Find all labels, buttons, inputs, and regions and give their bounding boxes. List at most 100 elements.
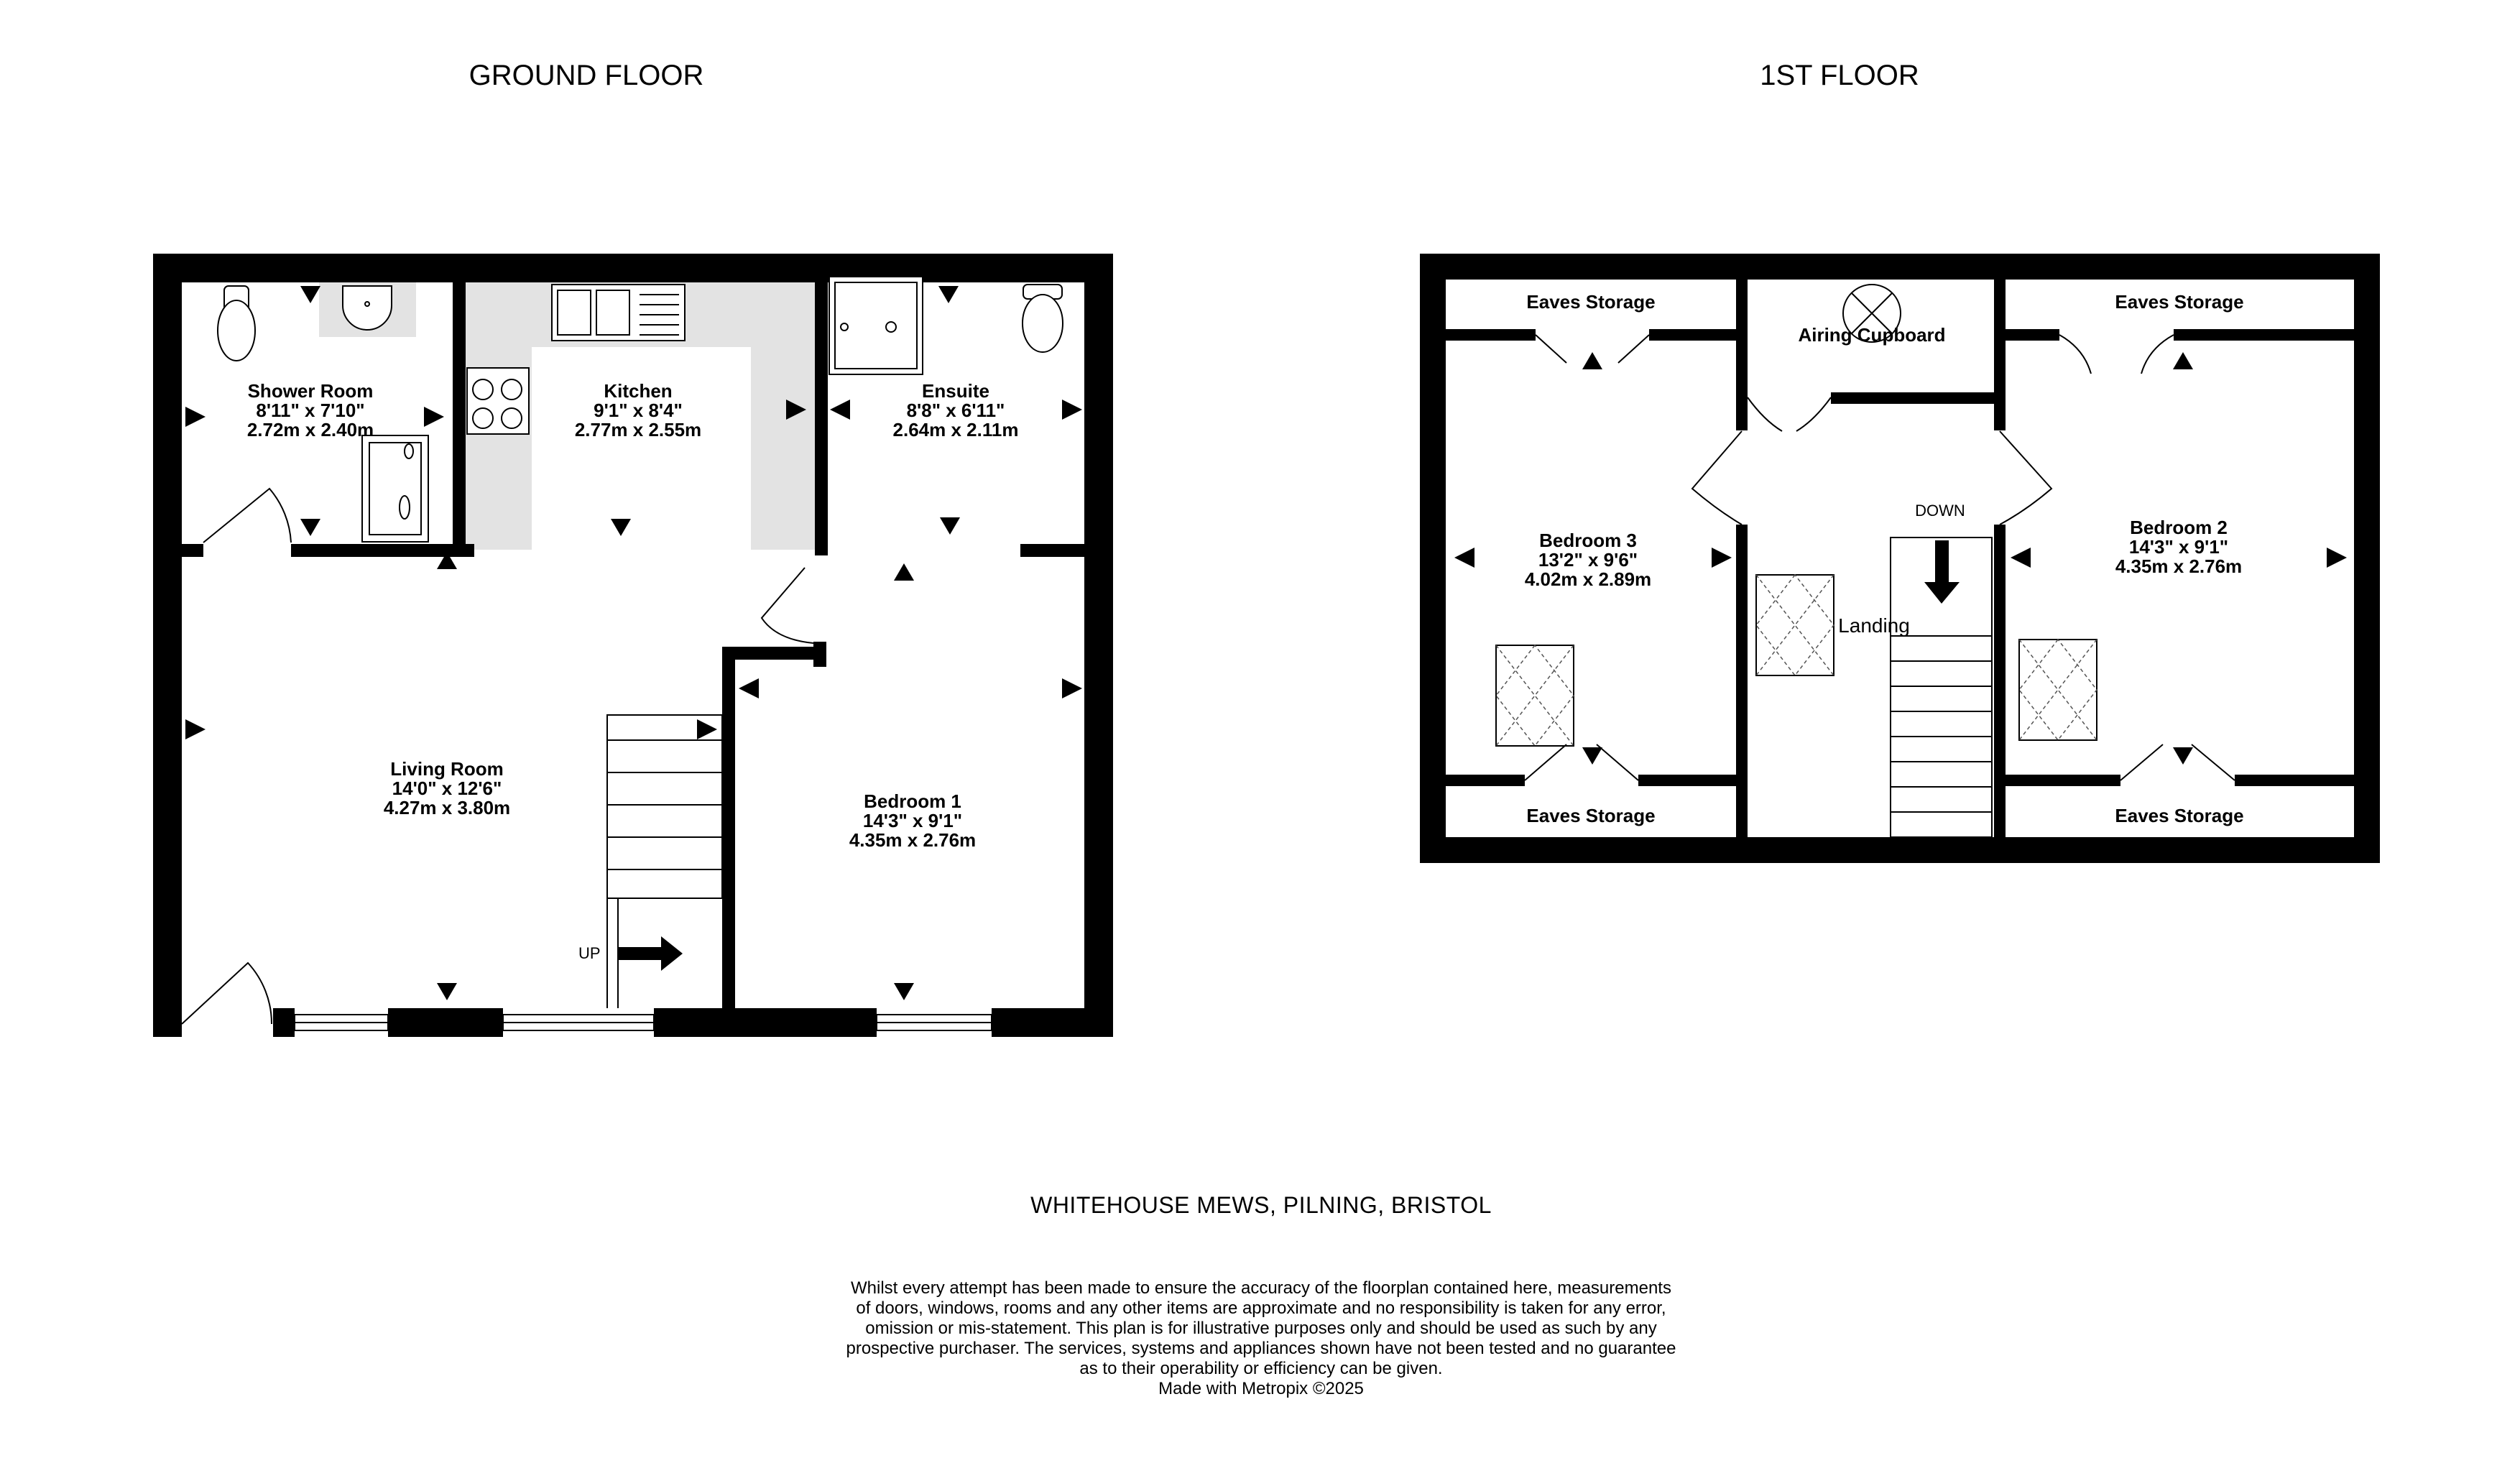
svg-text:14'3" x 9'1": 14'3" x 9'1": [863, 810, 962, 831]
gf-bottom-wall-5: [848, 1008, 877, 1037]
ff-wall-right-partition-top: [1994, 280, 2006, 430]
skylight-icon: [1755, 573, 1834, 677]
room-label-bedroom-2: Bedroom 2 14'3" x 9'1" 4.35m x 2.76m: [2115, 517, 2242, 577]
toilet-icon: [1022, 284, 1063, 353]
ff-eaves-bl-wall-a: [1446, 775, 1525, 786]
svg-text:9'1" x 8'4": 9'1" x 8'4": [594, 400, 683, 421]
skylight-icon: [1495, 644, 1574, 747]
ff-eaves-br-door: [2120, 744, 2235, 781]
gf-bottom-wall-4: [654, 1008, 869, 1037]
gf-left-wall: [153, 254, 182, 1037]
gf-wall-bed1-left: [722, 647, 735, 1013]
sink-icon: [551, 284, 686, 341]
gf-wall-bed1-stub: [813, 642, 826, 667]
svg-text:Bedroom 1: Bedroom 1: [864, 790, 961, 812]
room-label-ensuite: Ensuite 8'8" x 6'11" 2.64m x 2.11m: [893, 380, 1019, 440]
room-label-eaves-top-left: Eaves Storage: [1526, 291, 1655, 313]
gf-wall-shower-kitchen: [453, 282, 466, 550]
svg-text:14'0" x 12'6": 14'0" x 12'6": [392, 778, 502, 799]
ff-eaves-br-wall-a: [2006, 775, 2120, 786]
disclaimer-line: as to their operability or efficiency ca…: [1079, 1359, 1442, 1378]
gf-wall-ensuite-bottom: [1020, 544, 1084, 557]
stairs-arrow-icon: [1924, 540, 1960, 604]
basin-icon: [319, 282, 416, 337]
svg-text:8'8" x 6'11": 8'8" x 6'11": [907, 400, 1005, 421]
gf-wall-bed1-top: [722, 647, 826, 660]
gf-bottom-wall-6: [992, 1008, 1113, 1037]
radiator-arrow-icon: [1454, 352, 2347, 765]
gf-bottom-wall-3: [388, 1008, 503, 1037]
gf-wall-kitchen-ensuite: [815, 282, 828, 555]
room-label-eaves-top-right: Eaves Storage: [2115, 291, 2243, 313]
stairs-arrow-icon: [618, 936, 683, 971]
gf-wall-shower-bottom-a: [182, 544, 203, 557]
svg-text:4.35m x 2.76m: 4.35m x 2.76m: [849, 829, 976, 851]
svg-text:Living Room: Living Room: [390, 758, 503, 780]
gf-front-door: [181, 961, 273, 1025]
ff-wall-right-partition-bottom: [1994, 525, 2006, 837]
gf-top-wall: [153, 254, 1113, 282]
ff-right-wall: [2354, 254, 2380, 863]
ff-eaves-tr-wall-a: [2006, 329, 2059, 341]
radiator-arrow-icon: [185, 286, 1082, 1000]
ground-floor-plan: UP: [153, 254, 1113, 1037]
disclaimer-line: of doors, windows, rooms and any other i…: [856, 1298, 1666, 1318]
first-floor-title: 1ST FLOOR: [1760, 60, 1919, 91]
svg-text:Bedroom 3: Bedroom 3: [1539, 530, 1637, 551]
ff-eaves-bl-wall-b: [1638, 775, 1736, 786]
first-floor-plan: DOWN Eaves Storage Eaves Storage Eaves S…: [1420, 254, 2380, 863]
room-label-shower-room: Shower Room 8'11" x 7'10" 2.72m x 2.40m: [247, 380, 374, 440]
shower-tray-icon: [361, 435, 429, 543]
skylight-icon: [2018, 638, 2097, 742]
gf-bottom-wall-1: [153, 1008, 182, 1037]
ff-airing-door: [1747, 397, 1832, 432]
ff-eaves-tl-wall-b: [1649, 329, 1736, 341]
ff-staircase: [1890, 537, 1993, 838]
gf-stairs-label: UP: [578, 944, 601, 962]
hot-water-cylinder-icon: [1842, 284, 1901, 343]
ff-wall-left-partition-bottom: [1736, 525, 1748, 837]
svg-text:Bedroom 2: Bedroom 2: [2130, 517, 2228, 538]
svg-text:2.77m x 2.55m: 2.77m x 2.55m: [575, 419, 701, 440]
room-label-kitchen: Kitchen 9'1" x 8'4" 2.77m x 2.55m: [575, 380, 701, 440]
disclaimer-line: omission or mis-statement. This plan is …: [865, 1319, 1656, 1338]
disclaimer: Whilst every attempt has been made to en…: [846, 1278, 1676, 1398]
svg-text:2.72m x 2.40m: 2.72m x 2.40m: [247, 419, 374, 440]
property-address: WHITEHOUSE MEWS, PILNING, BRISTOL: [1030, 1192, 1492, 1218]
ground-floor-title: GROUND FLOOR: [469, 60, 704, 91]
ff-eaves-tl-wall-a: [1446, 329, 1536, 341]
ff-bed3-door: [1691, 430, 1743, 525]
ff-wall-left-partition-top: [1736, 280, 1748, 430]
svg-text:Kitchen: Kitchen: [604, 380, 672, 402]
svg-text:Shower Room: Shower Room: [248, 380, 374, 402]
gf-bed1-door: [760, 567, 814, 644]
room-label-airing-cupboard: Airing Cupboard: [1798, 324, 1945, 346]
svg-text:4.02m x 2.89m: 4.02m x 2.89m: [1525, 568, 1651, 590]
gf-bottom-wall-2: [273, 1008, 295, 1037]
gf-staircase: [606, 714, 723, 1008]
toilet-icon: [217, 285, 256, 361]
ff-eaves-br-wall-b: [2235, 775, 2354, 786]
ff-left-wall: [1420, 254, 1446, 863]
svg-text:8'11" x 7'10": 8'11" x 7'10": [256, 400, 364, 421]
ff-airing-wall: [1831, 392, 1994, 404]
room-label-landing: Landing: [1838, 614, 1910, 637]
svg-text:Ensuite: Ensuite: [922, 380, 989, 402]
room-label-bedroom-3: Bedroom 3 13'2" x 9'6" 4.02m x 2.89m: [1525, 530, 1651, 590]
shower-tray-icon: [829, 276, 923, 375]
svg-text:4.35m x 2.76m: 4.35m x 2.76m: [2115, 555, 2242, 577]
disclaimer-line: Whilst every attempt has been made to en…: [851, 1278, 1671, 1298]
room-label-living-room: Living Room 14'0" x 12'6" 4.27m x 3.80m: [384, 758, 510, 818]
ff-eaves-bl-door: [1524, 744, 1639, 781]
ff-stairs-label: DOWN: [1915, 502, 1965, 520]
svg-text:4.27m x 3.80m: 4.27m x 3.80m: [384, 797, 510, 818]
svg-text:2.64m x 2.11m: 2.64m x 2.11m: [893, 419, 1019, 440]
ff-eaves-tr-wall-b: [2174, 329, 2354, 341]
disclaimer-line: Made with Metropix ©2025: [1158, 1379, 1364, 1398]
room-label-eaves-bottom-left: Eaves Storage: [1526, 805, 1655, 826]
ff-eaves-tl-door: [1535, 334, 1650, 364]
ff-eaves-tr-door: [2059, 334, 2174, 374]
room-label-bedroom-1: Bedroom 1 14'3" x 9'1" 4.35m x 2.76m: [849, 790, 976, 851]
hob-icon: [466, 367, 530, 435]
